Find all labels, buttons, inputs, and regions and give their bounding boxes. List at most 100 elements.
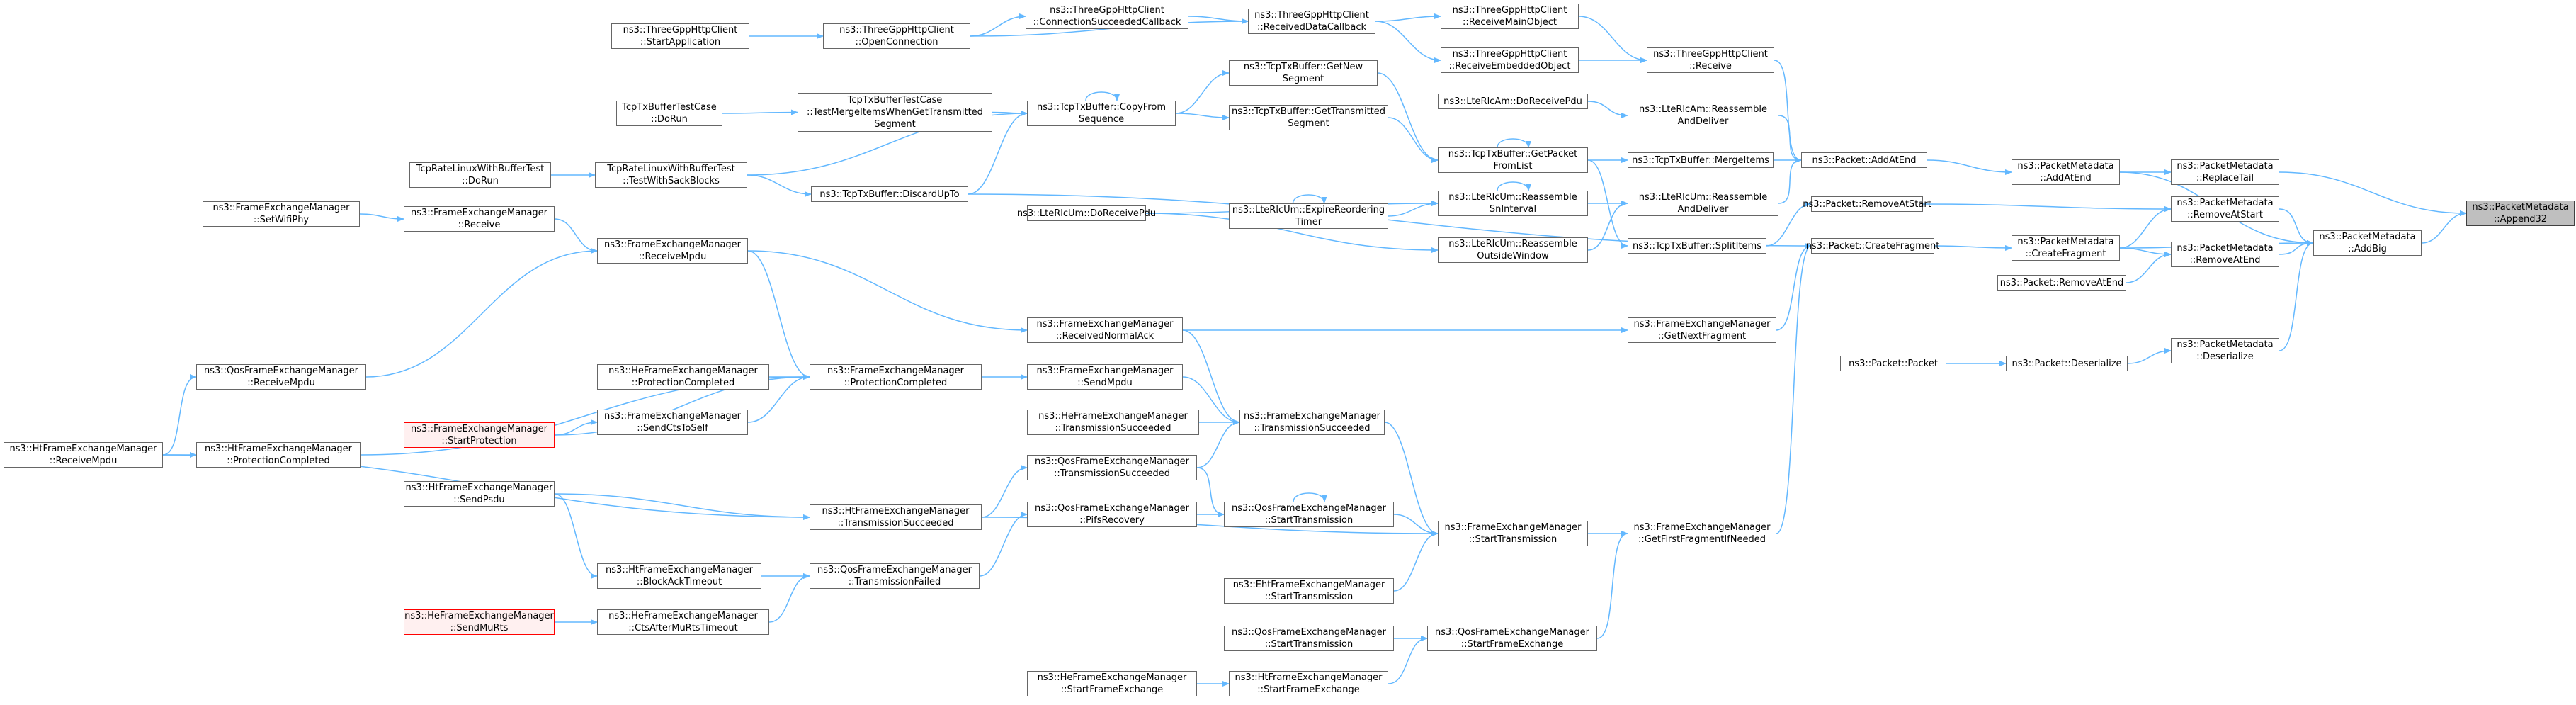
call-edge	[1497, 138, 1531, 148]
call-edge	[2127, 348, 2172, 364]
graph-node[interactable]: ns3::QosFrameExchangeManager::PifsRecove…	[1027, 502, 1197, 527]
graph-node[interactable]: ns3::HeFrameExchangeManager::CtsAfterMuR…	[597, 609, 769, 635]
node-label-line: ns3::HtFrameExchangeManager	[1235, 672, 1383, 683]
graph-node[interactable]: ns3::ThreeGppHttpClient::ConnectionSucce…	[1026, 4, 1188, 29]
node-label-line: ::ConnectionSucceededCallback	[1033, 17, 1181, 28]
node-label-line: ns3::QosFrameExchangeManager	[1231, 503, 1386, 514]
node-label-line: Sequence	[1078, 114, 1125, 125]
graph-node[interactable]: ns3::ThreeGppHttpClient::ReceiveMainObje…	[1441, 4, 1579, 29]
graph-node[interactable]: ns3::HtFrameExchangeManager::ProtectionC…	[196, 442, 361, 468]
call-edge	[2119, 247, 2172, 257]
graph-node[interactable]: TcpTxBufferTestCase::DoRun	[616, 101, 722, 126]
graph-node[interactable]: ns3::QosFrameExchangeManager::StartTrans…	[1224, 502, 1394, 527]
graph-node[interactable]: ns3::Packet::AddAtEnd	[1801, 152, 1927, 168]
graph-node[interactable]: ns3::PacketMetadata::Append32	[2466, 201, 2575, 226]
graph-node[interactable]: ns3::PacketMetadata::ReplaceTail	[2171, 159, 2279, 185]
node-label-line: ns3::HeFrameExchangeManager	[404, 611, 554, 621]
graph-node[interactable]: ns3::TcpTxBuffer::DiscardUpTo	[811, 186, 968, 202]
graph-node[interactable]: ns3::PacketMetadata::RemoveAtStart	[2171, 196, 2279, 222]
graph-node[interactable]: ns3::FrameExchangeManager::ReceiveMpdu	[597, 238, 748, 264]
graph-node[interactable]: ns3::FrameExchangeManager::ReceivedNorma…	[1027, 317, 1183, 343]
graph-node[interactable]: ns3::HtFrameExchangeManager::ReceiveMpdu	[4, 442, 163, 468]
graph-node[interactable]: ns3::FrameExchangeManager::TransmissionS…	[1239, 410, 1385, 435]
graph-node[interactable]: ns3::FrameExchangeManager::GetNextFragme…	[1628, 317, 1776, 343]
graph-node[interactable]: ns3::FrameExchangeManager::StartTransmis…	[1438, 521, 1588, 546]
node-label-line: ::StartFrameExchange	[1257, 684, 1360, 695]
node-label-line: ns3::ThreeGppHttpClient	[839, 25, 954, 35]
graph-node[interactable]: ns3::Packet::Deserialize	[2006, 356, 2128, 371]
graph-node[interactable]: ns3::QosFrameExchangeManager::StartFrame…	[1427, 626, 1597, 651]
node-label-line: ::StartTransmission	[1264, 639, 1354, 650]
graph-node[interactable]: ns3::Packet::Packet	[1840, 356, 1946, 371]
call-edge	[2279, 171, 2467, 216]
graph-node[interactable]: ns3::PacketMetadata::Deserialize	[2171, 338, 2279, 363]
node-label-line: ::TransmissionFailed	[848, 577, 941, 587]
graph-node[interactable]: ns3::QosFrameExchangeManager::Transmissi…	[1027, 455, 1197, 480]
call-edge	[1497, 181, 1531, 191]
graph-node[interactable]: ns3::FrameExchangeManager::StartProtecti…	[404, 422, 555, 448]
graph-node[interactable]: ns3::ThreeGppHttpClient::OpenConnection	[823, 23, 970, 49]
graph-node[interactable]: ns3::PacketMetadata::AddBig	[2313, 230, 2422, 256]
call-edge	[1182, 376, 1240, 425]
graph-node[interactable]: ns3::HtFrameExchangeManager::BlockAckTim…	[597, 563, 761, 589]
graph-node[interactable]: ns3::ThreeGppHttpClient::Receive	[1647, 47, 1774, 73]
call-edge	[1774, 60, 1802, 163]
graph-node[interactable]: ns3::LteRlcUm::DoReceivePdu	[1017, 205, 1156, 221]
graph-node[interactable]: ns3::Packet::CreateFragment	[1806, 238, 1939, 254]
graph-node[interactable]: ns3::ThreeGppHttpClient::ReceiveEmbedded…	[1441, 47, 1579, 73]
graph-node[interactable]: ns3::TcpTxBuffer::SplitItems	[1628, 238, 1766, 254]
graph-node[interactable]: ns3::HtFrameExchangeManager::StartFrameE…	[1229, 671, 1388, 696]
graph-node[interactable]: ns3::Packet::RemoveAtStart	[1803, 196, 1931, 212]
node-label-line: ns3::PacketMetadata	[2177, 339, 2274, 350]
call-edge	[1292, 194, 1327, 204]
graph-node[interactable]: ns3::PacketMetadata::RemoveAtEnd	[2171, 242, 2279, 267]
graph-node[interactable]: ns3::FrameExchangeManager::GetFirstFragm…	[1628, 521, 1776, 546]
node-label-line: ns3::ThreeGppHttpClient	[1653, 49, 1768, 60]
graph-node[interactable]: ns3::PacketMetadata::AddAtEnd	[2012, 159, 2120, 185]
call-edge	[1175, 70, 1230, 114]
graph-node[interactable]: ns3::LteRlcAm::DoReceivePdu	[1438, 94, 1588, 109]
call-edge	[1375, 13, 1441, 22]
graph-node[interactable]: ns3::HeFrameExchangeManager::StartFrameE…	[1027, 671, 1197, 696]
graph-node[interactable]: ns3::QosFrameExchangeManager::ReceiveMpd…	[196, 364, 366, 390]
graph-node[interactable]: ns3::HtFrameExchangeManager::Transmissio…	[810, 504, 982, 530]
graph-node[interactable]: ns3::ThreeGppHttpClient::ReceivedDataCal…	[1248, 9, 1375, 34]
graph-node[interactable]: ns3::QosFrameExchangeManager::StartTrans…	[1224, 626, 1394, 651]
graph-node[interactable]: TcpTxBufferTestCase::TestMergeItemsWhenG…	[798, 93, 992, 132]
node-label-line: ::StartProtection	[441, 436, 517, 446]
node-label-line: ::TransmissionSucceeded	[1055, 423, 1171, 434]
graph-node[interactable]: ns3::EhtFrameExchangeManager::StartTrans…	[1224, 578, 1394, 604]
node-label-line: ::GetNextFragment	[1657, 331, 1747, 342]
node-label-line: ::BlockAckTimeout	[636, 577, 722, 587]
node-label-line: ::SendCtsToSelf	[637, 423, 708, 434]
graph-node[interactable]: ns3::ThreeGppHttpClient::StartApplicatio…	[611, 23, 749, 49]
graph-node[interactable]: TcpRateLinuxWithBufferTest::DoRun	[409, 162, 551, 188]
graph-node[interactable]: ns3::HtFrameExchangeManager::SendPsdu	[404, 481, 555, 507]
graph-node[interactable]: ns3::Packet::RemoveAtEnd	[1997, 275, 2126, 291]
node-label-line: ::ReceiveMainObject	[1462, 17, 1557, 28]
graph-node[interactable]: ns3::FrameExchangeManager::Receive	[404, 206, 555, 232]
node-label-line: ns3::HtFrameExchangeManager	[205, 444, 352, 454]
graph-node[interactable]: ns3::QosFrameExchangeManager::Transmissi…	[810, 563, 980, 589]
graph-node[interactable]: ns3::HeFrameExchangeManager::SendMuRts	[404, 609, 555, 635]
call-edge	[162, 374, 197, 456]
graph-node[interactable]: ns3::FrameExchangeManager::SendCtsToSelf	[597, 410, 748, 435]
graph-node[interactable]: ns3::FrameExchangeManager::SendMpdu	[1027, 364, 1183, 390]
graph-node[interactable]: ns3::FrameExchangeManager::SetWifiPhy	[203, 201, 360, 227]
graph-node[interactable]: TcpRateLinuxWithBufferTest::TestWithSack…	[595, 162, 747, 188]
graph-node[interactable]: ns3::PacketMetadata::CreateFragment	[2012, 235, 2120, 261]
graph-node[interactable]: ns3::FrameExchangeManager::ProtectionCom…	[810, 364, 982, 390]
graph-node[interactable]: ns3::TcpTxBuffer::MergeItems	[1628, 152, 1774, 168]
call-edge	[1766, 201, 1812, 247]
graph-node[interactable]: ns3::HeFrameExchangeManager::Transmissio…	[1027, 410, 1199, 435]
graph-node[interactable]: ns3::HeFrameExchangeManager::ProtectionC…	[597, 364, 769, 390]
